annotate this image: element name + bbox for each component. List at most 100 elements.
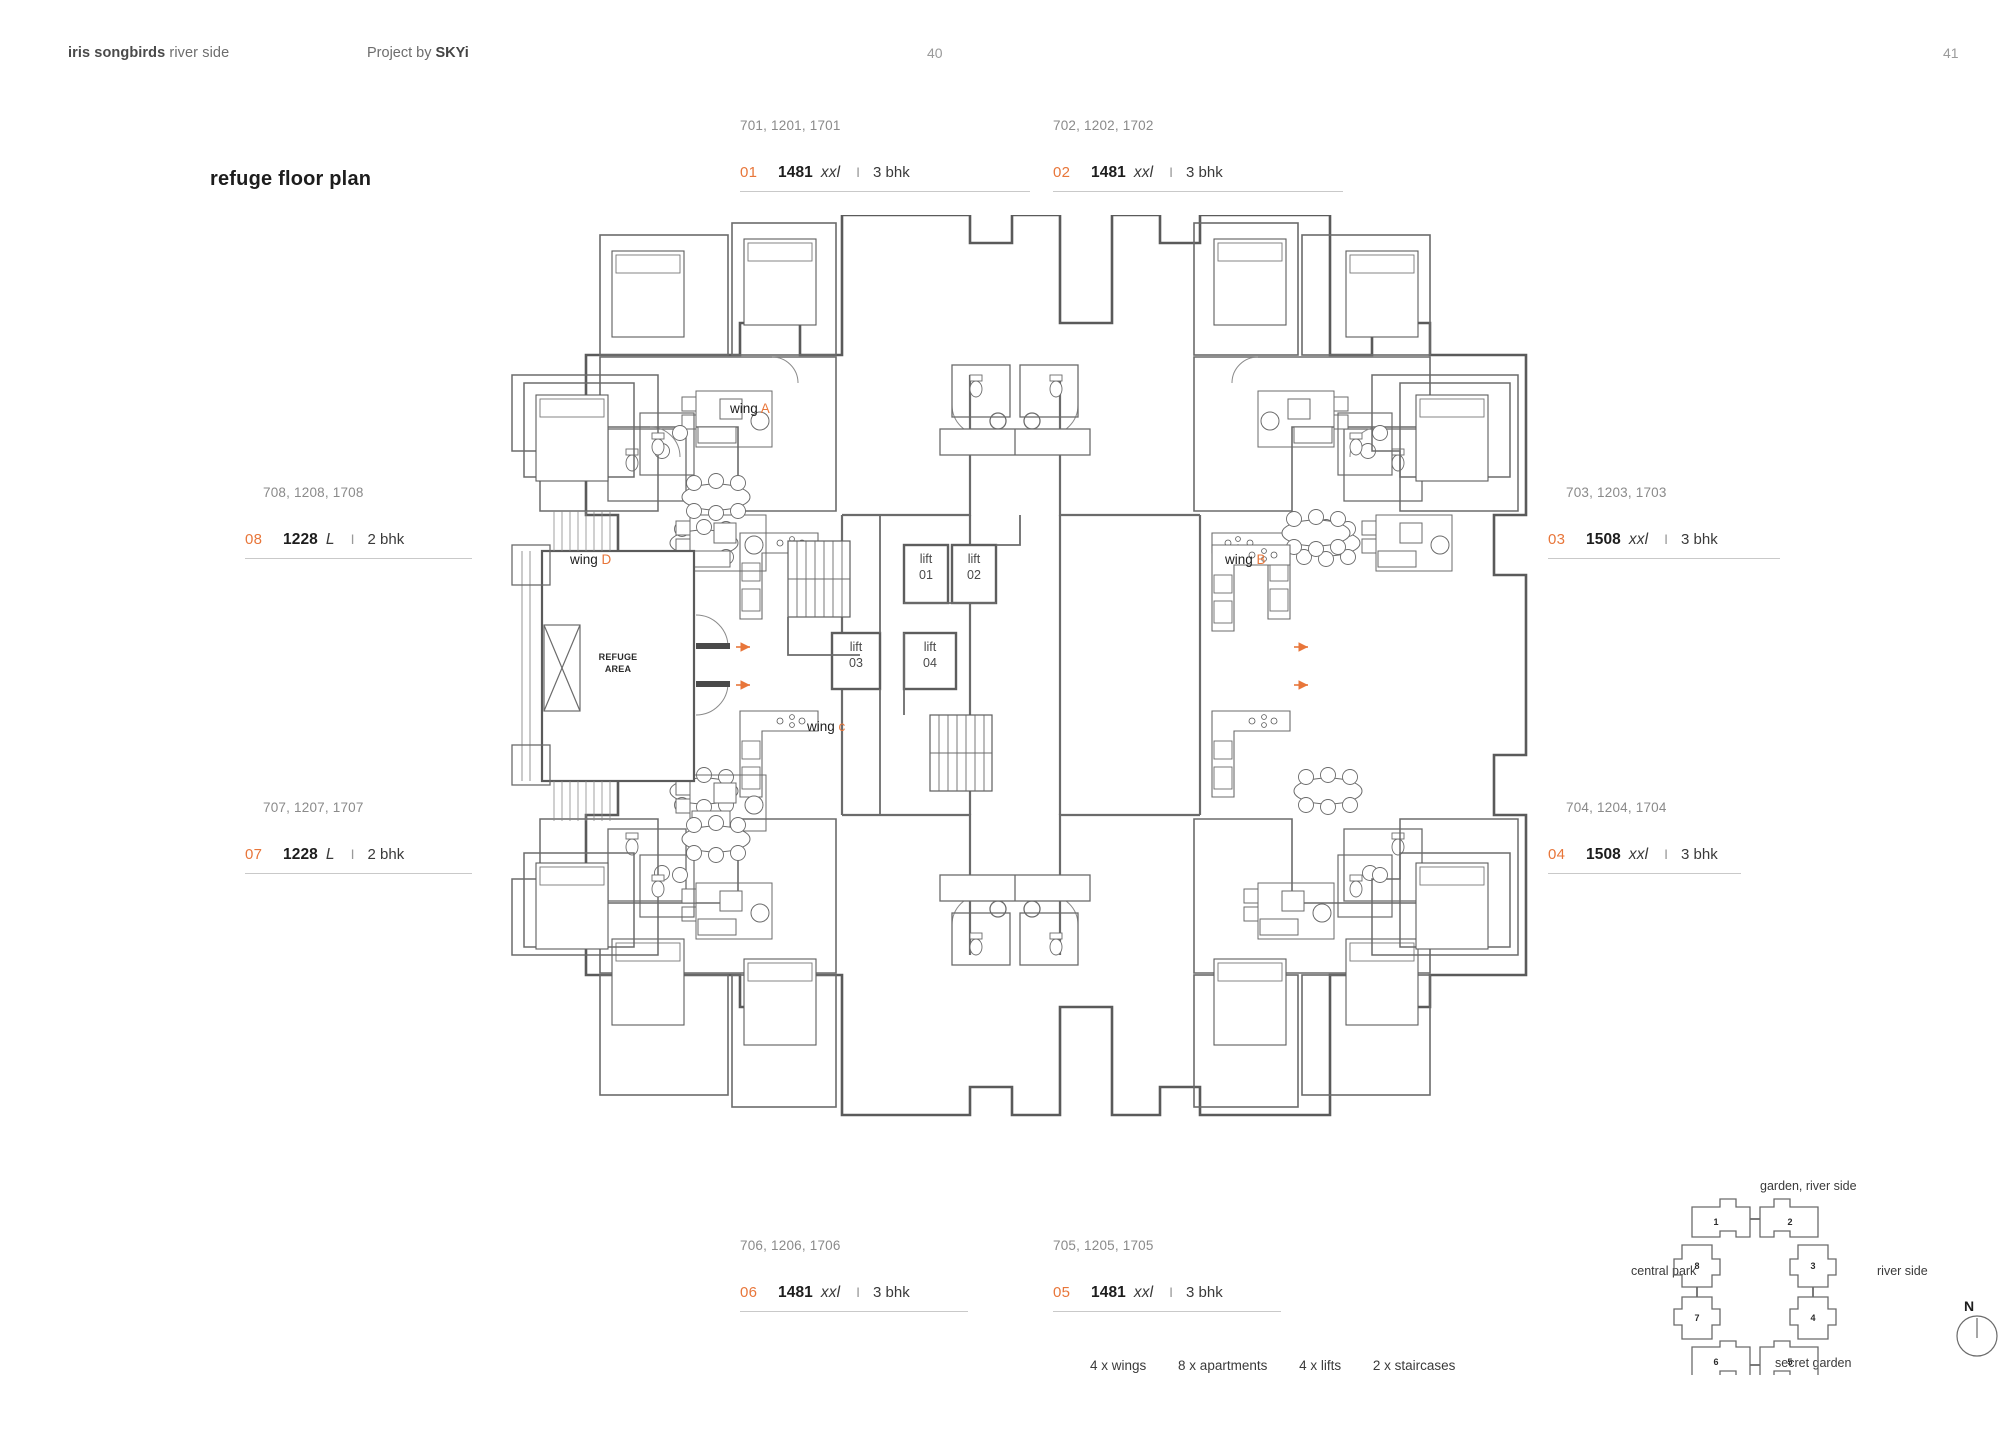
unit-area: 1508 [1586, 531, 1621, 548]
unit-index: 01 [740, 164, 758, 181]
key-block-3: 3 [1810, 1261, 1815, 1271]
lift-label-01: lift 01 [904, 552, 948, 583]
unit-index: 02 [1053, 164, 1071, 181]
unit-codes: 701, 1201, 1701 [740, 118, 841, 133]
unit-area-suffix: L [325, 531, 335, 548]
unit-area: 1481 [778, 1284, 813, 1301]
wing-label-c: wing c [807, 719, 845, 734]
unit-separator: I [1664, 531, 1669, 547]
unit-index: 07 [245, 846, 263, 863]
unit-codes: 702, 1202, 1702 [1053, 118, 1154, 133]
brand-title: iris songbirds river side [68, 45, 229, 61]
unit-area-suffix: xxl [820, 164, 841, 181]
lift-label-text: lift [849, 640, 863, 654]
unit-underline [1053, 191, 1343, 192]
unit-bhk: 3 bhk [873, 1284, 910, 1301]
brand-name: iris songbirds [68, 45, 166, 61]
unit-area-suffix: xxl [1628, 846, 1649, 863]
unit-separator: I [350, 531, 355, 547]
brand-subtitle: river side [165, 45, 230, 61]
lift-number: 01 [919, 567, 933, 582]
lift-label-03: lift 03 [832, 640, 880, 671]
developer-name: SKYi [435, 45, 469, 61]
unit-bhk: 3 bhk [1681, 531, 1718, 548]
unit-underline [1548, 558, 1780, 559]
unit-underline [740, 191, 1030, 192]
unit-underline [1548, 873, 1741, 874]
unit-area-suffix: L [325, 846, 335, 863]
wing-label-d: wing D [570, 552, 611, 567]
unit-area: 1481 [1091, 164, 1126, 181]
unit-separator: I [1664, 846, 1669, 862]
unit-area: 1508 [1586, 846, 1621, 863]
project-credit-prefix: Project by [367, 45, 436, 61]
wing-label-b: wing B [1225, 552, 1266, 567]
unit-separator: I [856, 1284, 861, 1300]
wing-label-prefix: wing [807, 719, 839, 734]
unit-index: 04 [1548, 846, 1566, 863]
lift-number: 02 [967, 567, 981, 582]
unit-codes: 707, 1207, 1707 [263, 800, 364, 815]
unit-callout-03: 703, 1203, 1703 03 1508 xxl I 3 bhk [1548, 485, 1783, 559]
plan-summary-stats: 4 x wings 8 x apartments 4 x lifts 2 x s… [1090, 1358, 1455, 1373]
lift-label-text: lift [923, 640, 937, 654]
unit-index: 03 [1548, 531, 1566, 548]
unit-underline [245, 873, 472, 874]
unit-area: 1481 [778, 164, 813, 181]
lift-number: 04 [923, 655, 937, 670]
key-block-2: 2 [1787, 1217, 1792, 1227]
refuge-area-line-2: AREA [604, 663, 632, 674]
lift-number: 03 [849, 655, 863, 670]
wing-label-name: A [760, 401, 770, 416]
compass-rose: N [1955, 1298, 1999, 1360]
key-block-1: 1 [1713, 1217, 1718, 1227]
unit-callout-04: 704, 1204, 1704 04 1508 xxl I 3 bhk [1548, 800, 1743, 874]
unit-bhk: 3 bhk [1681, 846, 1718, 863]
page-number-right: 41 [1943, 45, 1959, 61]
unit-codes: 705, 1205, 1705 [1053, 1238, 1154, 1253]
unit-underline [1053, 1311, 1281, 1312]
stat-apartments: 8 x apartments [1178, 1358, 1268, 1373]
compass-circle [1956, 1315, 1998, 1357]
key-plan-diagram: 1 2 3 4 5 6 7 8 [1650, 1175, 1940, 1410]
unit-separator: I [1169, 164, 1174, 180]
key-block-7: 7 [1694, 1313, 1699, 1323]
unit-separator: I [856, 164, 861, 180]
key-label-bottom: secret garden [1775, 1356, 1852, 1370]
unit-codes: 704, 1204, 1704 [1566, 800, 1667, 815]
key-block-6: 6 [1713, 1357, 1718, 1367]
unit-codes: 706, 1206, 1706 [740, 1238, 841, 1253]
unit-bhk: 2 bhk [367, 531, 405, 548]
unit-area-suffix: xxl [1133, 1284, 1154, 1301]
compass-north-label: N [1964, 1298, 1975, 1314]
wing-label-prefix: wing [570, 552, 602, 567]
refuge-area-line-1: REFUGE [598, 652, 638, 662]
lift-label-04: lift 04 [904, 640, 956, 671]
unit-underline [245, 558, 472, 559]
lift-label-02: lift 02 [952, 552, 996, 583]
key-block-5: 5 [1787, 1357, 1792, 1367]
lift-label-text: lift [919, 552, 933, 566]
wing-label-name: B [1256, 552, 1266, 567]
stat-lifts: 4 x lifts [1299, 1358, 1342, 1373]
key-block-4: 4 [1810, 1313, 1815, 1323]
stat-wings: 4 x wings [1090, 1358, 1147, 1373]
unit-bhk: 3 bhk [873, 164, 910, 181]
unit-separator: I [350, 846, 355, 862]
unit-index: 05 [1053, 1284, 1071, 1301]
key-label-right: river side [1877, 1264, 1928, 1278]
unit-separator: I [1169, 1284, 1174, 1300]
wing-label-prefix: wing [1225, 552, 1257, 567]
unit-area-suffix: xxl [1628, 531, 1649, 548]
unit-area: 1228 [283, 846, 318, 863]
unit-area: 1481 [1091, 1284, 1126, 1301]
key-label-top: garden, river side [1760, 1179, 1857, 1193]
wing-label-prefix: wing [730, 401, 761, 416]
lift-label-text: lift [967, 552, 981, 566]
page-number-left: 40 [927, 45, 943, 61]
page-title: refuge floor plan [210, 168, 372, 190]
unit-codes: 703, 1203, 1703 [1566, 485, 1667, 500]
